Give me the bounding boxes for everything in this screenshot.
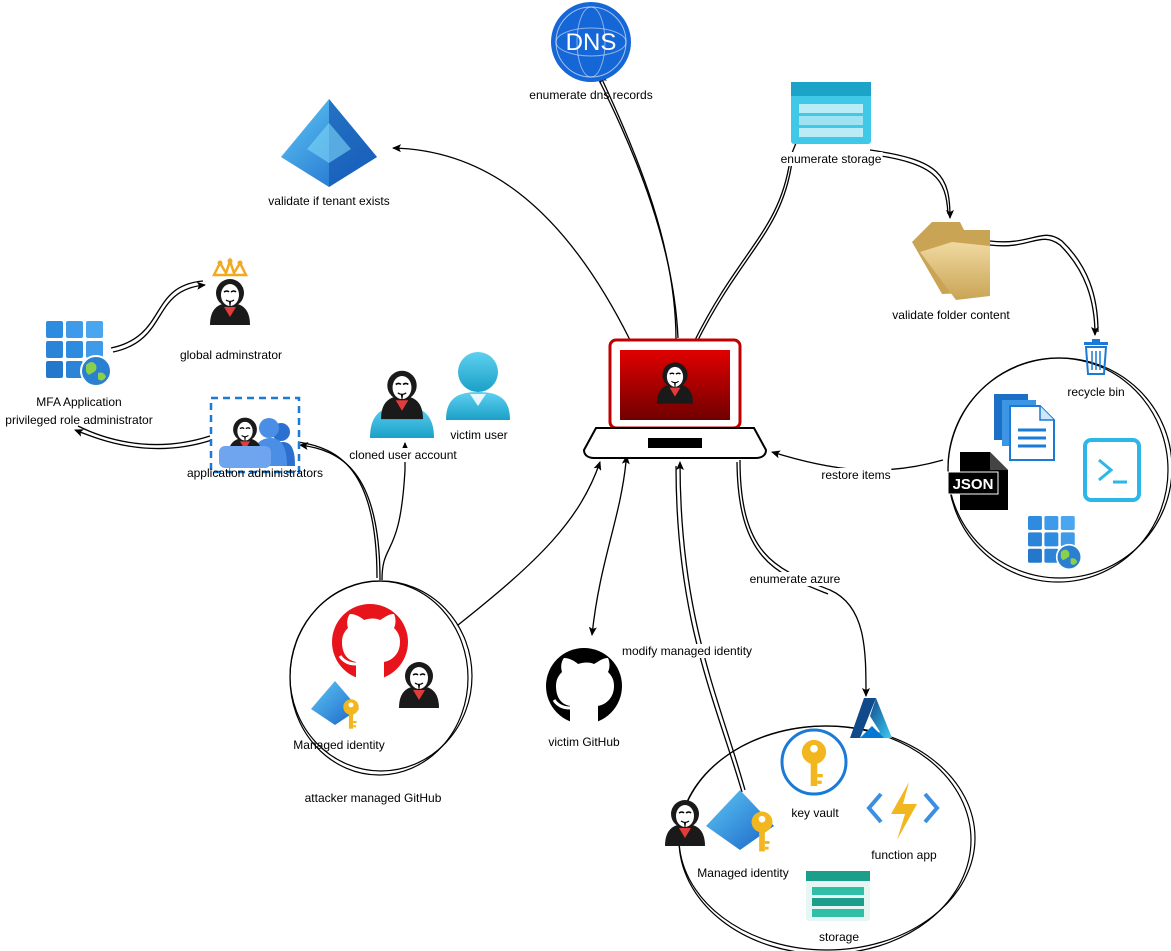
label-enumerate-storage: enumerate storage: [779, 152, 883, 166]
label-validate-folder: validate folder content: [892, 308, 1010, 322]
json-file-icon: JSON: [947, 452, 1008, 510]
label-victim-user: victim user: [450, 428, 508, 442]
edge-dns-2: [597, 77, 679, 339]
application-administrators-icon: [209, 396, 301, 474]
victim-github-icon: [546, 648, 622, 724]
json-text: JSON: [953, 476, 994, 493]
edge-modify-mi-2: [675, 465, 743, 793]
label-attacker-github: attacker managed GitHub: [304, 791, 442, 805]
folder-icon: [912, 222, 990, 300]
victim-hacker-icon: [664, 799, 706, 847]
edge-appadmins-mfa-2: [77, 425, 211, 446]
edge-storage-folder: [869, 149, 954, 219]
victim-user-icon: [446, 352, 510, 420]
function-app-icon: [866, 782, 940, 840]
attacker-github-icon: [332, 604, 408, 680]
edge-tenant: [392, 144, 631, 341]
azure-ad-icon: [281, 99, 377, 187]
attacker-laptop-icon: [582, 338, 768, 459]
label-enumerate-dns: enumerate dns records: [529, 88, 653, 102]
recycle-bin-icon: [1084, 339, 1108, 375]
edge-attacker-appadmins-2: [297, 441, 378, 579]
edge-folder-recycle-2: [989, 234, 1099, 333]
label-app-admins: application administrators: [186, 466, 324, 480]
label-attacker-managed-identity: Managed identity: [293, 738, 385, 752]
edge-appadmins-mfa: [74, 429, 213, 450]
label-victim-managed-identity: Managed identity: [697, 866, 789, 880]
label-validate-tenant: validate if tenant exists: [268, 194, 390, 208]
edge-dns: [599, 74, 677, 341]
app-registration-icon: [1027, 515, 1083, 571]
global-admin-icon: [209, 257, 251, 326]
edge-modify-mi: [676, 461, 746, 791]
label-victim-github: victim GitHub: [548, 735, 620, 749]
edge-victim-github: [588, 455, 630, 636]
edge-storage-folder-2: [867, 153, 949, 215]
edge-attacker-appadmins: [299, 442, 381, 581]
label-enumerate-azure: enumerate azure: [748, 572, 842, 586]
storage-account-icon: [791, 82, 871, 144]
label-global-admin: global adminstrator: [179, 348, 283, 362]
edge-attacker-cloned: [381, 442, 409, 581]
label-mfa-role: privileged role administrator: [5, 413, 153, 427]
attacker-hacker-icon: [398, 661, 440, 709]
edge-azure-2: [736, 461, 829, 595]
label-recycle-bin: recycle bin: [1067, 385, 1125, 399]
powershell-icon: [1083, 438, 1141, 502]
key-vault-icon: [780, 728, 848, 796]
cloned-user-icon: [370, 370, 434, 438]
attacker-managed-identity-icon: [311, 681, 359, 729]
edge-folder-recycle: [989, 238, 1099, 336]
azure-logo-icon: [850, 698, 892, 738]
documents-icon: [994, 394, 1055, 461]
label-victim-storage: storage: [818, 930, 860, 944]
label-cloned-user: cloned user account: [348, 448, 458, 462]
victim-storage-icon: [806, 871, 870, 921]
edge-mfa-global: [112, 281, 206, 353]
attacker-group-circle-2: [289, 580, 469, 776]
mfa-application-icon: [45, 320, 112, 387]
dns-icon: DNS: [551, 2, 631, 82]
label-modify-managed-identity: modify managed identity: [620, 644, 754, 658]
label-mfa-app: MFA Application: [36, 395, 122, 409]
edge-mfa-global-2: [110, 280, 204, 349]
recycle-group-circle-2: [947, 357, 1169, 583]
label-key-vault: key vault: [791, 806, 839, 820]
edge-azure: [739, 459, 870, 697]
label-function-app: function app: [871, 848, 937, 862]
dns-badge-text: DNS: [566, 29, 617, 56]
edge-attacker-laptop: [457, 461, 602, 626]
edge-storage-enum-2: [696, 161, 793, 343]
label-restore-items: restore items: [820, 468, 892, 482]
victim-managed-identity-icon: [706, 790, 774, 852]
